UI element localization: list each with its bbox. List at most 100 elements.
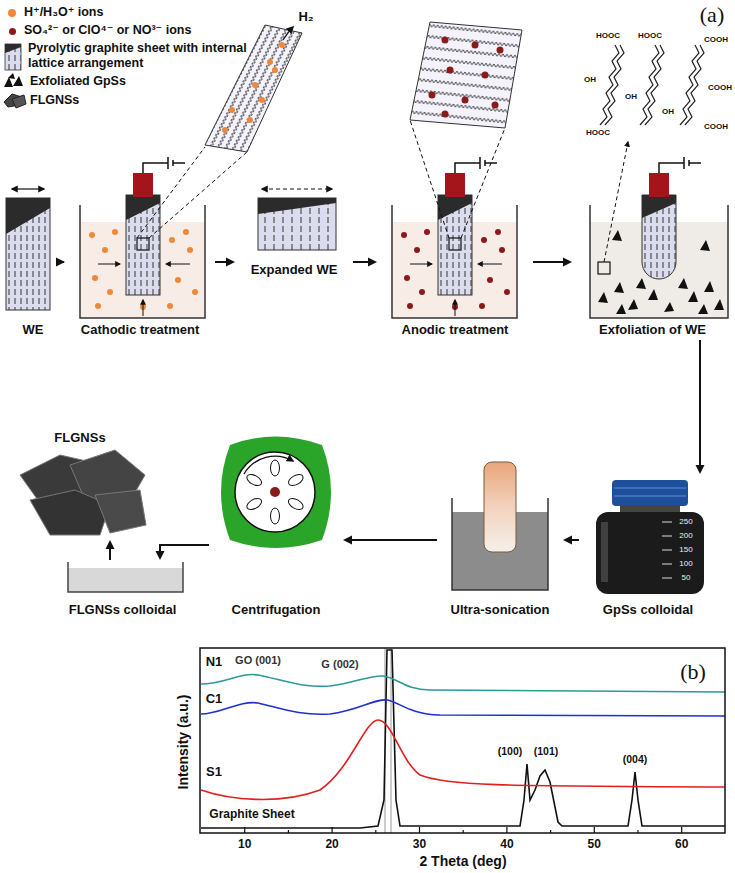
anodic-cell-part [438, 195, 472, 220]
peak-label: G (002) [321, 658, 358, 670]
process-step: Cathodic treatment [65, 166, 215, 340]
xrd-plot-part-part [419, 827, 420, 833]
functional-group: COOH [703, 123, 729, 132]
flow-arrow [215, 258, 235, 267]
cathodic-cell-part-part [183, 229, 189, 235]
anodic-zoom-part-part [482, 72, 489, 79]
functional-group: OH [583, 76, 597, 85]
cathodic-cell-part-part [166, 264, 190, 265]
volume-mark: 250 [679, 518, 692, 527]
centrifuge-part [245, 460, 305, 524]
step-caption: Anodic treatment [377, 322, 533, 338]
anodic-cell-part-part [499, 247, 505, 253]
peak-label: (100) [498, 746, 523, 758]
anodic-zoom-part [410, 22, 522, 128]
volume-mark: 150 [679, 546, 692, 555]
legend-swatch [9, 28, 16, 35]
anodic-cell-part-part [504, 289, 510, 295]
tick-label: 60 [675, 838, 688, 851]
xrd-plot-part-part [637, 830, 638, 833]
peak-label: GO (001) [235, 654, 281, 666]
exfoliation-cell-part [598, 262, 610, 274]
flow-arrow [156, 545, 210, 560]
arrow-head [343, 536, 352, 545]
anodic-cell-part-part [401, 232, 407, 238]
peak-label: (101) [534, 746, 559, 758]
centrifuge-part [221, 437, 331, 549]
exfoliation-cell-part [642, 195, 676, 279]
arrow-head [368, 258, 377, 267]
exfoliation-cell-part [604, 142, 628, 262]
exfoliation-cell-part-part [704, 281, 714, 292]
cathodic-zoom-part-part [272, 67, 278, 73]
electrode-we-part [12, 188, 44, 189]
flow-line [353, 261, 368, 263]
exfoliation-cell-part-part [688, 291, 698, 302]
flow-line [352, 539, 437, 541]
process-step: GpSs colloidal [579, 474, 717, 620]
anodic-cell-part [438, 195, 472, 295]
panel-label: (a) [700, 3, 724, 27]
colloid-tray [68, 562, 183, 592]
flow-line [215, 261, 226, 263]
anodic-zoom [410, 22, 522, 128]
anodic-cell-part-part [481, 237, 487, 243]
xrd-plot-part-part [201, 720, 725, 799]
arrow-head [156, 551, 165, 560]
cathodic-cell-part-part [187, 247, 193, 253]
cathodic-zoom-part-part [259, 97, 265, 103]
xrd-plot-part-part [201, 675, 725, 692]
graphene-sheets-part [95, 490, 146, 533]
step-caption: Cathodic treatment [65, 322, 215, 338]
legend-symbol-part [12, 95, 26, 108]
cathodic-zoom-part-part [247, 117, 253, 123]
expanded-electrode [258, 189, 336, 250]
flow-arrow [353, 258, 377, 267]
anodic-zoom-part-part [492, 102, 499, 109]
anodic-zoom-part-part [442, 37, 449, 44]
graphene-oxide-structure-part [685, 45, 704, 125]
xrd-plot-part-part [681, 827, 682, 833]
cathodic-cell-part-part [107, 289, 113, 295]
anodic-zoom-part-part [429, 92, 436, 99]
anodic-zoom-part [429, 37, 504, 118]
anodic-zoom-part [410, 22, 522, 128]
anodic-cell-part-part [455, 300, 456, 316]
flow-arrow [106, 540, 115, 560]
anodic-cell-part-part [478, 264, 502, 265]
exfoliation-cell-part-part [698, 304, 708, 314]
bottle-photo-part [612, 480, 688, 506]
cathodic-cell-part-part [175, 277, 181, 283]
gas-label: H₂ [298, 10, 313, 24]
flow-arrow [343, 536, 437, 545]
cathodic-cell-part-part [89, 232, 95, 238]
step-caption: WE [2, 322, 64, 338]
centrifuge-part [244, 456, 293, 474]
graphene-oxide-structure [600, 45, 704, 125]
electrode-we-part [6, 198, 50, 310]
bottle-photo-part-part [662, 536, 672, 537]
cathodic-cell-part-part [102, 247, 108, 253]
anodic-cell-part-part [424, 229, 430, 235]
series-label: N1 [206, 655, 223, 669]
cathodic-zoom-part-part [252, 82, 258, 88]
anodic-cell-part-part [410, 264, 432, 265]
flow-line [699, 340, 701, 465]
expanded-electrode-part [258, 198, 336, 250]
colloid-tray-part [68, 568, 183, 592]
cathodic-zoom-part [222, 42, 285, 133]
xrd-plot-part-part [332, 827, 333, 833]
legend-text: Exfoliated GpSs [30, 74, 230, 89]
expanded-electrode-part [258, 198, 336, 250]
exfoliation-cell [590, 142, 728, 318]
bottle-photo-part [596, 512, 704, 594]
anodic-cell-part [410, 264, 502, 316]
xrd-plot-part-part [375, 830, 376, 833]
legend-text: SO₄²⁻ or ClO⁴⁻ or NO³⁻ ions [24, 23, 274, 38]
cathodic-cell-part [126, 195, 160, 295]
exfoliation-cell-part-part [648, 289, 658, 300]
exfoliation-cell-part-part [636, 278, 646, 289]
step-caption: Ultra-sonication [437, 602, 563, 618]
anodic-cell-part-part [479, 303, 485, 309]
